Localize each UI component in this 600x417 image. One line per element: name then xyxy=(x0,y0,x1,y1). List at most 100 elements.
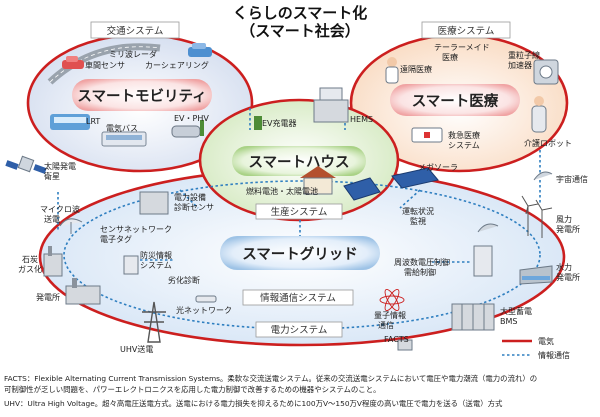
medical-title: スマート医療 xyxy=(412,92,499,110)
ev-charger-label: EV充電器 xyxy=(262,118,297,128)
fuel-cell-label: 燃料電池・太陽電池 xyxy=(246,186,318,196)
legend-power-label: 電気 xyxy=(538,336,554,346)
microwave-label-2: 送電 xyxy=(44,214,60,224)
production-system-box xyxy=(255,203,343,220)
disaster-info-label-1: 防災情報 xyxy=(140,250,172,260)
title-line-2: （スマート社会） xyxy=(240,22,360,40)
building-icon xyxy=(313,87,349,123)
freq-control-label-1: 周波数電圧制御 xyxy=(394,257,450,267)
house-icon xyxy=(300,166,336,195)
facts-equipment-icon xyxy=(397,339,413,351)
emergency-label-1: 救急医療 xyxy=(448,130,480,140)
quantum-label-1: 量子情報 xyxy=(374,310,406,320)
medical-system-box xyxy=(421,21,511,39)
ict-system-box xyxy=(242,289,354,306)
substation-equipment-icon xyxy=(139,191,169,215)
remote-care-label: 遠隔医療 xyxy=(400,64,432,74)
storage-label-2: BMS xyxy=(500,317,517,326)
space-comm-dish-icon xyxy=(533,171,553,181)
satellite-icon xyxy=(5,155,47,174)
operation-label-1: 運転状況 xyxy=(402,206,434,216)
wind-label-1: 風力 xyxy=(556,214,572,224)
footnote-facts-2: 可制御性が乏しい問題を、パワーエレクトロニクスを応用した電力制御で改善するための… xyxy=(4,385,381,394)
coal-gas-plant-icon xyxy=(43,246,63,277)
ambulance-icon xyxy=(411,127,443,143)
grid-title: スマートグリッド xyxy=(242,245,358,263)
disaster-monitor-icon xyxy=(123,255,139,275)
sensor-net-label-2: 電子タグ xyxy=(100,234,132,244)
millimeter-radar-label: ミリ波レーダ xyxy=(109,49,157,59)
ev-phv-car-icon xyxy=(171,120,204,138)
dam-icon xyxy=(519,265,553,285)
care-robot-icon xyxy=(531,96,547,133)
hydro-label-2: 発電所 xyxy=(556,272,580,282)
house-title: スマートハウス xyxy=(248,154,349,171)
legend-comm-label: 情報通信 xyxy=(538,350,570,360)
doctor-icon xyxy=(385,57,399,84)
ict-system-label: 情報通信システム xyxy=(260,292,336,304)
freq-control-label-2: 需給制御 xyxy=(404,267,436,277)
quantum-label-2: 通信 xyxy=(378,320,394,330)
disaster-info-label-2: システム xyxy=(140,261,172,270)
medical-system-label: 医療システム xyxy=(438,25,495,37)
house-pill xyxy=(232,146,366,176)
accelerator-icon xyxy=(533,59,559,85)
lrt-tram-icon xyxy=(50,114,90,130)
mega-solar-label: メガソーラ xyxy=(418,162,458,172)
operation-label-2: 監視 xyxy=(410,216,426,226)
battery-storage-icon xyxy=(451,303,495,331)
transport-system-box xyxy=(90,21,180,39)
space-solar-label-1: 太陽発電 xyxy=(44,161,76,171)
ev-phv-label: EV・PHV xyxy=(174,114,209,123)
power-plant-icon xyxy=(65,278,101,305)
mobility-title: スマートモビリティ xyxy=(77,88,206,105)
road-illustration xyxy=(47,43,161,85)
footnote-uhv: UHV：Ultra High Voltage。超々高電圧送電方式。送電における電… xyxy=(4,399,503,408)
ev-bus-label: 電気バス xyxy=(106,123,138,133)
wind-label-2: 発電所 xyxy=(556,224,580,234)
storage-label-1: 大型蓄電 xyxy=(500,306,532,316)
power-system-label: 電力システム xyxy=(271,324,328,336)
atom-icon xyxy=(379,288,405,312)
footnote-facts-1: FACTS：Flexible Alternating Current Trans… xyxy=(4,374,538,383)
mobility-pill xyxy=(72,79,212,111)
sharing-car-icon xyxy=(188,43,212,57)
transmission-tower-icon xyxy=(142,301,166,343)
vehicle-sensor-label: 車間センサ xyxy=(85,60,125,70)
microwave-label-1: マイクロ波 xyxy=(40,204,80,214)
equip-diag-label-2: 診断センサ xyxy=(174,202,214,212)
heavy-ion-label-2: 加速器 xyxy=(508,60,532,70)
car-icon xyxy=(62,56,84,69)
medical-pill xyxy=(390,84,520,116)
space-comm-label: 宇宙通信 xyxy=(556,174,588,184)
mega-solar-icon xyxy=(391,167,439,189)
solar-panel-icon xyxy=(343,177,381,201)
production-system-label: 生産システム xyxy=(271,206,328,218)
hydro-label-1: 水力 xyxy=(556,262,572,272)
wind-turbine-icon xyxy=(521,195,553,238)
emergency-label-2: システム xyxy=(448,141,480,150)
hems-label: HEMS xyxy=(350,115,373,124)
facts-label: FACTS xyxy=(384,335,409,344)
heavy-ion-label-1: 重粒子線 xyxy=(508,50,540,60)
telemade-label-1: テーラーメイド xyxy=(434,43,490,52)
optical-network-label: 光ネットワーク xyxy=(176,305,232,315)
microwave-dish-icon xyxy=(59,218,83,234)
ev-charger-icon xyxy=(254,116,262,130)
sensor-net-label-1: センサネットワーク xyxy=(100,225,172,234)
coal-gas-label-1: 石炭 xyxy=(22,255,38,264)
power-plant-label: 発電所 xyxy=(36,292,60,302)
space-solar-label-2: 衛星 xyxy=(44,171,60,181)
grid-pill xyxy=(220,236,380,270)
title-line-1: くらしのスマート化 xyxy=(233,4,368,22)
telemade-label-2: 医療 xyxy=(442,52,458,62)
coal-gas-label-2: ガス化 xyxy=(18,264,42,274)
transport-system-label: 交通システム xyxy=(107,25,164,37)
deterioration-label: 劣化診断 xyxy=(168,275,200,285)
uhv-label: UHV送電 xyxy=(120,344,153,354)
optical-network-icon xyxy=(195,295,217,303)
lrt-label: LRT xyxy=(86,117,100,126)
power-conditioner-icon xyxy=(473,245,493,277)
